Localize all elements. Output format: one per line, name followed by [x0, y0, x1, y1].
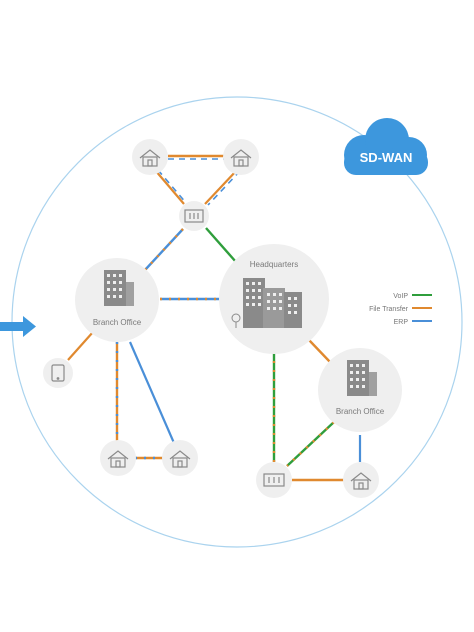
svg-text:File Transfer: File Transfer [369, 306, 409, 313]
building-icon [104, 270, 134, 306]
house-icon [139, 149, 161, 167]
house-icon [169, 450, 191, 468]
remote-router-bottom[interactable] [256, 462, 292, 498]
office-towers-icon [231, 278, 302, 328]
house-icon [350, 472, 372, 490]
remote-site-bottom-left[interactable] [100, 440, 136, 476]
branch-office-right[interactable]: Branch Office [318, 348, 402, 432]
link-top-left-hub [154, 169, 188, 205]
svg-text:VoIP: VoIP [393, 293, 408, 300]
house-icon [230, 149, 252, 167]
legend-item-voip: VoIP [393, 293, 432, 300]
headquarters-label: Headquarters [250, 260, 298, 269]
branch-office-left-label: Branch Office [93, 318, 142, 327]
cloud-icon [344, 118, 428, 175]
house-icon [107, 450, 129, 468]
tablet-device[interactable] [43, 358, 73, 388]
entry-arrow-icon [0, 316, 36, 337]
legend: VoIP File Transfer ERP [369, 293, 432, 326]
router-icon [184, 209, 204, 223]
headquarters[interactable]: Headquarters [219, 244, 329, 354]
sd-wan-cloud: SD-WAN [344, 118, 428, 175]
link-branch-left-tablet [67, 331, 94, 361]
link-top-left-top-right [168, 154, 224, 160]
link-top-right-hub [204, 169, 241, 206]
router-icon [263, 473, 285, 487]
hub-router[interactable] [179, 201, 209, 231]
link-hub-headquarters [205, 227, 237, 263]
link-branch-right-bottom-router [286, 421, 335, 467]
branch-office-left[interactable]: Branch Office [75, 258, 159, 342]
remote-site-top-right[interactable] [223, 139, 259, 175]
remote-site-top-left[interactable] [132, 139, 168, 175]
link-headquarters-branch-right [308, 339, 331, 363]
legend-item-file-transfer: File Transfer [369, 306, 432, 313]
link-branch-left-bottom-right [128, 341, 176, 444]
branch-office-right-label: Branch Office [336, 407, 385, 416]
legend-item-erp: ERP [394, 319, 432, 326]
svg-text:ERP: ERP [394, 319, 409, 326]
building-icon [347, 360, 377, 396]
remote-site-bottom-right[interactable] [162, 440, 198, 476]
remote-site-bottom-far-right[interactable] [343, 462, 379, 498]
tablet-icon [51, 364, 65, 382]
sd-wan-label: SD-WAN [360, 150, 413, 165]
connection-links [67, 154, 362, 482]
link-hub-branch-left [144, 228, 184, 271]
